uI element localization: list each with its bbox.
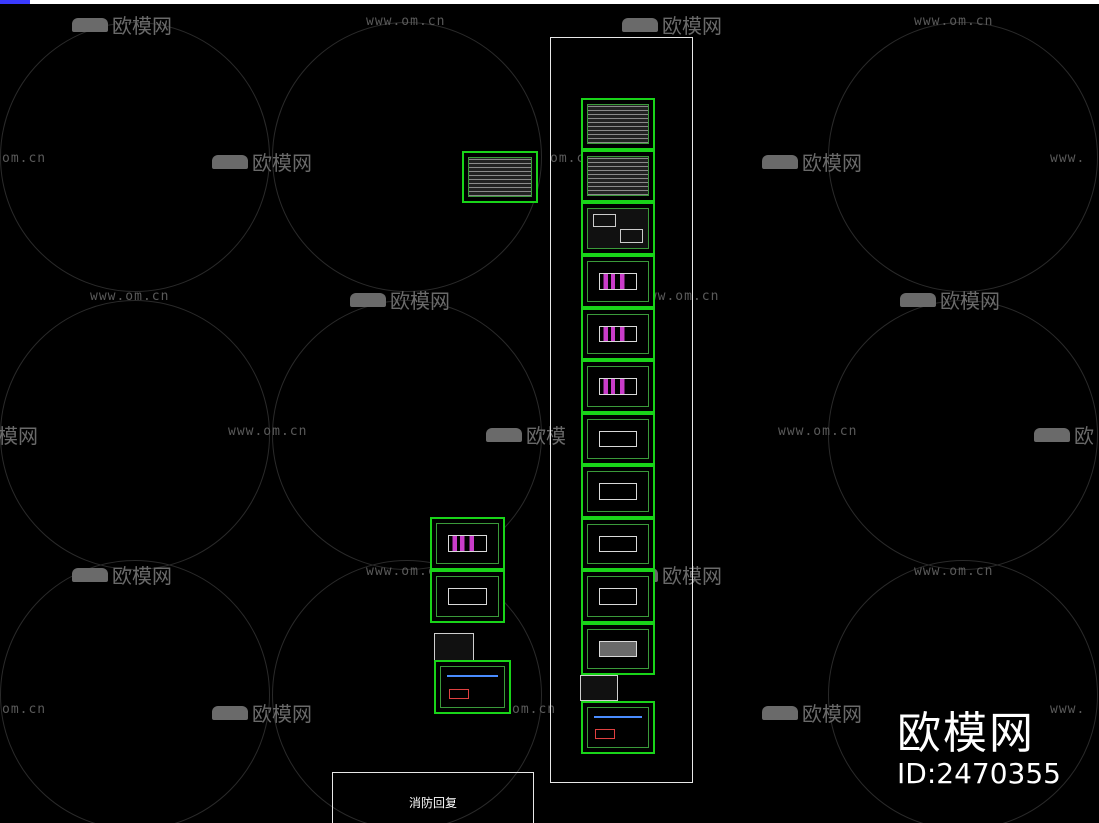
sofa-icon (72, 17, 108, 32)
fire-reply-label: 消防回复 (408, 795, 457, 810)
sofa-icon (486, 427, 522, 442)
sofa-icon (212, 154, 248, 169)
sofa-icon (900, 292, 936, 307)
watermark-logo: 欧模网 (762, 147, 862, 176)
brand-name: 欧模网 (897, 708, 1036, 759)
watermark-logo: 欧模网 (72, 10, 172, 39)
top-strip (0, 0, 1099, 4)
watermark-logo: 欧 (1034, 420, 1094, 449)
drawing-sheet-floor-plan[interactable] (430, 517, 505, 570)
building-outline (447, 534, 487, 552)
drawing-sheet-system-diagram[interactable] (434, 660, 511, 714)
watermark-url: www.om.cn (90, 289, 170, 304)
watermark-url: www.om.cn (228, 424, 308, 439)
brand-stamp: 欧模网 ID:2470355 (897, 712, 1061, 788)
watermark-logo: 欧模网 (762, 698, 862, 727)
drawing-sheet-notes[interactable] (581, 150, 655, 202)
watermark-logo: 欧模网 (350, 285, 450, 314)
sofa-icon (762, 705, 798, 720)
sheet-column-frame[interactable] (550, 37, 693, 783)
drawing-sheet-floor-plan[interactable] (581, 465, 655, 518)
watermark-circle (0, 560, 270, 823)
drawing-sheet-floor-plan[interactable] (581, 413, 655, 465)
drawing-sheet-floor-plan[interactable] (581, 255, 655, 308)
building-outline (598, 640, 637, 658)
detail-fragment[interactable] (580, 675, 618, 701)
watermark-circle (0, 22, 270, 292)
layout-tab-marker[interactable] (0, 0, 30, 4)
drawing-sheet-system-diagram[interactable] (581, 701, 655, 754)
building-outline (598, 535, 637, 553)
building-outline (598, 587, 637, 605)
watermark-url: om.cn (2, 702, 47, 717)
watermark-logo: 欧模网 (212, 147, 312, 176)
sofa-icon (762, 154, 798, 169)
sofa-icon (1034, 427, 1070, 442)
watermark-circle (828, 300, 1098, 570)
detail-fragment[interactable] (434, 633, 474, 661)
watermark-logo: 模网 (0, 424, 38, 448)
sofa-icon (212, 705, 248, 720)
drawing-sheet-floor-plan[interactable] (581, 570, 655, 623)
watermark-url: www.om.cn (914, 564, 994, 579)
building-outline (598, 325, 637, 343)
sofa-icon (72, 567, 108, 582)
drawing-sheet-floor-plan[interactable] (430, 570, 505, 623)
building-outline (598, 377, 637, 395)
watermark-logo: 欧模网 (72, 560, 172, 589)
building-outline (598, 482, 637, 500)
watermark-url: www.om.cn (914, 14, 994, 29)
watermark-url: www.om.cn (366, 14, 446, 29)
watermark-circle (828, 22, 1098, 292)
drawing-sheet-floor-plan[interactable] (581, 360, 655, 413)
drawing-sheet-floor-plan[interactable] (581, 308, 655, 360)
watermark-logo: 欧模网 (900, 285, 1000, 314)
building-outline (447, 587, 487, 605)
watermark-circle (0, 300, 270, 570)
drawing-sheet-notes[interactable] (462, 151, 538, 203)
watermark-logo: 欧模网 (212, 698, 312, 727)
brand-id: ID:2470355 (897, 757, 1061, 790)
building-outline (598, 272, 637, 290)
building-outline (598, 430, 637, 448)
watermark-logo: 欧模网 (622, 10, 722, 39)
sofa-icon (350, 292, 386, 307)
watermark-url: om.cn (2, 151, 47, 166)
watermark-url: www. (1050, 151, 1086, 166)
sofa-icon (622, 17, 658, 32)
watermark-url: www.om.cn (778, 424, 858, 439)
drawing-sheet-roof-plan[interactable] (581, 623, 655, 675)
drawing-sheet-floor-plan[interactable] (581, 518, 655, 570)
fire-reply-title-box[interactable]: 消防回复 (332, 772, 534, 823)
drawing-sheet-details[interactable] (581, 202, 655, 255)
drawing-sheet-notes[interactable] (581, 98, 655, 150)
